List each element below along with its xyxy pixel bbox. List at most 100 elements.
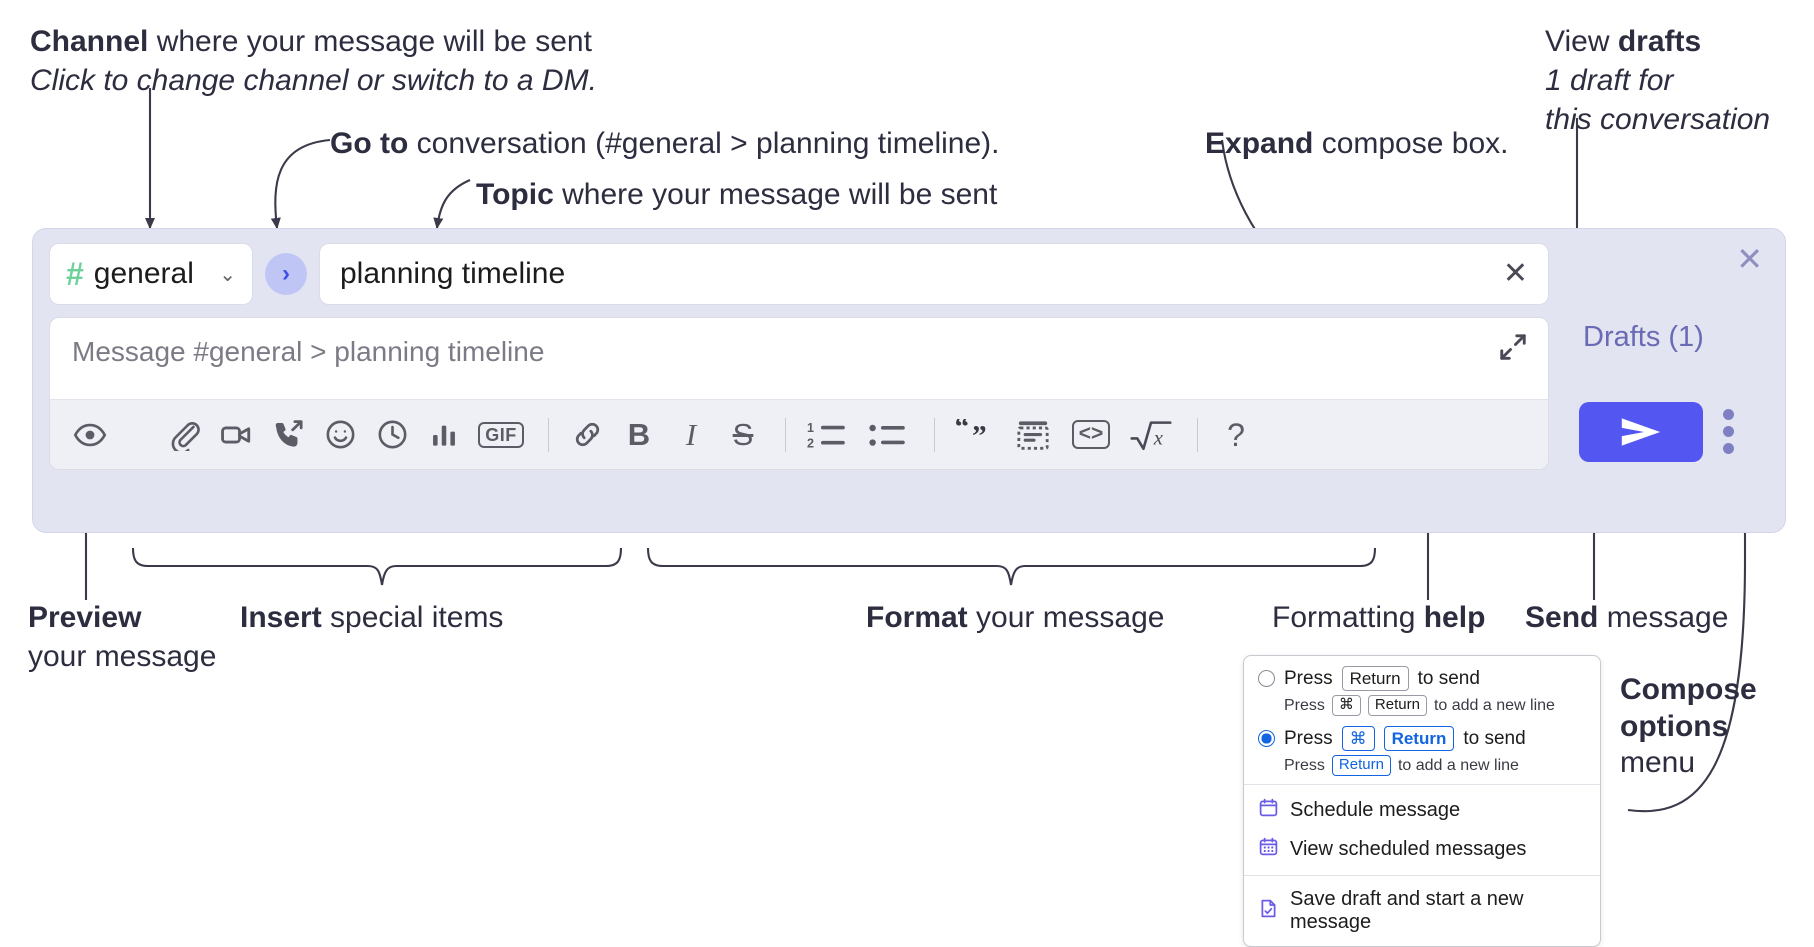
video-icon[interactable] [212, 411, 260, 459]
annotation-help-bold: help [1423, 601, 1486, 634]
code-block-icon[interactable] [1007, 411, 1059, 459]
menu-divider [1244, 784, 1600, 785]
annotation-send-rest: message [1598, 601, 1729, 634]
preview-icon[interactable] [66, 411, 114, 459]
compose-options-button[interactable] [1723, 409, 1734, 454]
annotation-format-rest: your message [967, 601, 1165, 634]
help-icon[interactable]: ? [1212, 411, 1260, 459]
channel-name: general [93, 257, 194, 290]
italic-icon[interactable]: I [667, 411, 715, 459]
send-button[interactable] [1579, 402, 1703, 462]
kbd-command: ⌘ [1331, 695, 1361, 716]
bold-label: B [627, 417, 651, 452]
annotation-preview-rest: your message [28, 640, 217, 673]
hash-icon: # [66, 256, 84, 292]
menu-item-schedule-message[interactable]: Schedule message [1244, 791, 1600, 830]
chevron-right-icon: › [282, 260, 290, 287]
kbd-return: Return [1383, 726, 1455, 752]
annotation-drafts-sub2: this conversation [1545, 103, 1771, 136]
annotation-drafts: View drafts 1 draft for this conversatio… [1545, 22, 1805, 139]
menu-option-return-to-send[interactable]: Press Return to send Press ⌘ Return to a… [1244, 664, 1600, 716]
goto-conversation-button[interactable]: › [265, 253, 307, 295]
svg-text:”: ” [972, 420, 987, 450]
clear-topic-icon[interactable]: ✕ [1502, 257, 1528, 290]
annotation-format-bold: Format [866, 601, 968, 634]
annotation-format: Format your message [866, 598, 1286, 637]
gif-icon[interactable]: GIF [472, 411, 530, 459]
annotation-goto: Go to conversation (#general > planning … [330, 124, 1030, 163]
compose-right-rail: ✕ Drafts (1) [1565, 229, 1785, 532]
math-icon[interactable]: x [1123, 411, 1179, 459]
huddle-icon[interactable] [264, 411, 312, 459]
kbd-command: ⌘ [1341, 726, 1375, 752]
channel-selector[interactable]: # general ⌄ [49, 243, 253, 305]
link-icon[interactable] [563, 411, 611, 459]
bold-icon[interactable]: B [615, 411, 663, 459]
menu-item-view-scheduled-messages[interactable]: View scheduled messages [1244, 830, 1600, 869]
option-sub-post: to add a new line [1397, 756, 1519, 774]
svg-text:x: x [1153, 427, 1163, 449]
poll-icon[interactable] [420, 411, 468, 459]
compose-options-menu: Press Return to send Press ⌘ Return to a… [1243, 655, 1601, 947]
menu-item-save-draft[interactable]: Save draft and start a new message [1244, 882, 1600, 940]
kebab-dot [1723, 409, 1734, 420]
blockquote-icon[interactable]: “ ” [949, 411, 1003, 459]
help-label: ? [1227, 416, 1245, 453]
close-icon[interactable]: ✕ [1736, 241, 1763, 277]
radio-button[interactable] [1258, 670, 1275, 688]
strikethrough-icon[interactable]: S [719, 411, 767, 459]
strikethrough-label: S [732, 417, 754, 452]
radio-button-selected[interactable] [1258, 730, 1275, 748]
annotation-compose-options: Compose options menu [1620, 672, 1814, 782]
bulleted-list-icon[interactable] [860, 411, 916, 459]
option-text-pre: Press [1284, 667, 1333, 689]
emoji-icon[interactable] [316, 411, 364, 459]
option-text-post: to send [1463, 727, 1526, 749]
topic-input[interactable]: planning timeline ✕ [319, 243, 1549, 305]
svg-text:“: “ [956, 419, 969, 443]
formatting-toolbar: GIF B I [50, 399, 1548, 469]
toolbar-divider [1197, 417, 1198, 452]
annotation-drafts-sub1: 1 draft for [1545, 64, 1674, 97]
option-text-pre: Press [1284, 727, 1333, 749]
annotation-compose-options-rest: menu [1620, 746, 1696, 780]
menu-item-label: Save draft and start a new message [1290, 888, 1524, 933]
annotation-compose-options-bold2: options [1620, 709, 1729, 743]
toolbar-divider [548, 417, 549, 452]
annotation-channel: Channel where your message will be sent … [30, 22, 650, 100]
kebab-dot [1723, 426, 1734, 437]
ordered-list-icon[interactable]: 1 2 [800, 411, 856, 459]
message-input-wrapper: Message #general > planning timeline [49, 317, 1549, 470]
menu-option-cmd-return-to-send[interactable]: Press ⌘ Return to send Press Return to a… [1244, 724, 1600, 776]
svg-text:2: 2 [807, 436, 814, 450]
svg-text:1: 1 [807, 421, 814, 435]
annotation-topic: Topic where your message will be sent [476, 175, 1176, 214]
kbd-return: Return [1367, 695, 1427, 716]
chevron-down-icon: ⌄ [219, 263, 236, 286]
annotation-expand: Expand compose box. [1205, 124, 1625, 163]
annotation-preview: Preview your message [28, 598, 258, 676]
clock-icon[interactable] [368, 411, 416, 459]
annotation-preview-bold: Preview [28, 601, 142, 634]
annotation-channel-bold: Channel [30, 25, 149, 58]
menu-item-label: View scheduled messages [1290, 838, 1527, 860]
annotation-goto-rest: conversation (#general > planning timeli… [408, 127, 1000, 160]
attachment-icon[interactable] [160, 411, 208, 459]
italic-label: I [685, 417, 697, 452]
kbd-return: Return [1341, 666, 1409, 692]
option-sub-pre: Press [1284, 756, 1325, 774]
menu-divider [1244, 875, 1600, 876]
annotation-send-bold: Send [1525, 601, 1599, 634]
option-subtext: Press Return to add a new line [1284, 755, 1586, 776]
expand-icon[interactable] [1498, 332, 1528, 362]
annotation-topic-rest: where your message will be sent [553, 178, 998, 211]
annotation-topic-bold: Topic [476, 178, 554, 211]
message-input[interactable]: Message #general > planning timeline [72, 336, 545, 367]
option-subtext: Press ⌘ Return to add a new line [1284, 695, 1586, 716]
inline-code-icon[interactable]: <> [1063, 411, 1119, 459]
annotation-goto-bold: Go to [330, 127, 409, 160]
drafts-link[interactable]: Drafts (1) [1583, 321, 1704, 353]
send-icon [1621, 418, 1661, 446]
kbd-return: Return [1331, 755, 1391, 776]
